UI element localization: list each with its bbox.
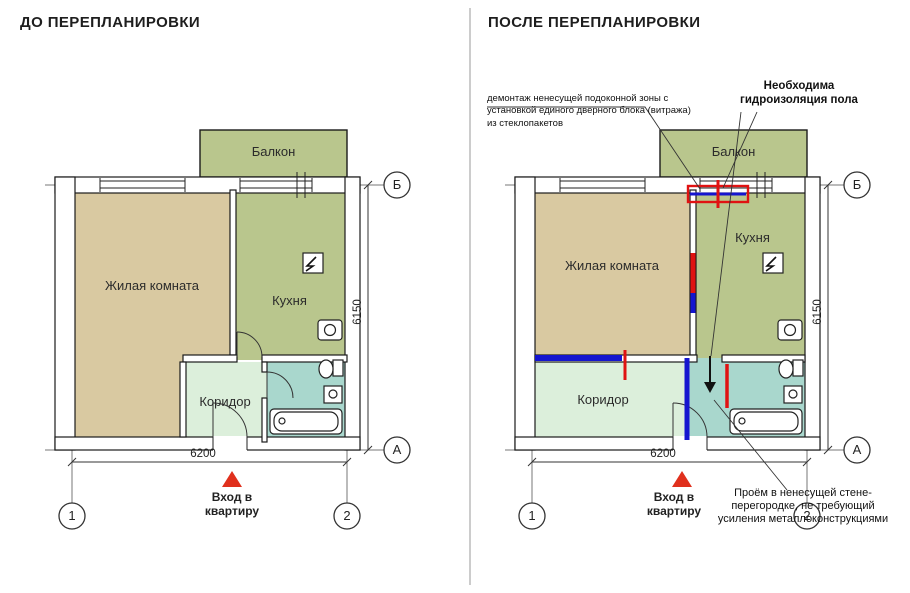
axis-marker-circles — [58, 171, 871, 530]
axis-a-before: А — [392, 442, 402, 457]
panel-title-before: ДО ПЕРЕПЛАНИРОВКИ — [20, 14, 201, 31]
axis-b-before: Б — [392, 177, 402, 192]
entrance-door-after — [672, 402, 708, 451]
height-dimension-after: 6150 — [812, 299, 824, 325]
axis-2-after: 2 — [803, 508, 811, 523]
bathtub-after — [729, 408, 803, 435]
living-room-label-before: Жилая комната — [105, 278, 199, 293]
axis-b-after: Б — [852, 177, 862, 192]
kitchen-sink-before — [317, 319, 343, 341]
axis-1-before: 1 — [68, 508, 76, 523]
balcony-label-before: Балкон — [251, 144, 296, 159]
bathroom-door-before — [266, 371, 294, 399]
exterior-walls-after — [514, 176, 821, 451]
axis-2-before: 2 — [343, 508, 351, 523]
demolition-marks — [623, 180, 750, 408]
width-dimension-after: 6200 — [650, 448, 676, 460]
living-room-label-after: Жилая комната — [565, 258, 659, 273]
kitchen-sink-after — [777, 319, 803, 341]
electrical-panel-icon-after — [762, 252, 784, 274]
entrance-door-before — [212, 402, 248, 451]
living-room-area-after — [530, 190, 696, 362]
annotation-leader-lines — [487, 106, 788, 491]
axis-a-after: А — [852, 442, 862, 457]
height-dimension-before: 6150 — [352, 299, 364, 325]
corridor-label-before: Коридор — [199, 394, 251, 409]
entrance-label-after: Вход в квартиру — [646, 490, 702, 519]
bathroom-entry-arrow — [704, 356, 716, 393]
balcony-label-after: Балкон — [711, 144, 756, 159]
entrance-marker-before — [222, 471, 242, 487]
entrance-marker-after — [672, 471, 692, 487]
window-symbols-after — [559, 172, 773, 198]
dimension-lines — [67, 180, 833, 467]
balcony-area-after — [659, 129, 808, 178]
electrical-panel-icon-before — [302, 252, 324, 274]
balcony-area-before — [199, 129, 348, 178]
corridor-area-after — [535, 362, 687, 442]
interior-walls-before — [179, 189, 348, 443]
kitchen-label-before: Кухня — [272, 293, 307, 308]
toilet-after — [778, 359, 804, 379]
bathtub-before — [269, 408, 343, 435]
demolition-annotation: демонтаж ненесущей подоконной зоны с уст… — [487, 93, 691, 129]
axis-1-after: 1 — [528, 508, 536, 523]
toilet-before — [318, 359, 344, 379]
corridor-area-before — [183, 362, 267, 442]
entrance-label-before: Вход в квартиру — [204, 490, 260, 519]
opening-annotation: Проём в ненесущей стене-перегородке, не … — [717, 487, 889, 526]
window-symbols-before — [99, 172, 313, 198]
kitchen-door-before — [236, 331, 263, 358]
width-dimension-before: 6200 — [190, 448, 216, 460]
washbasin-after — [783, 385, 803, 404]
washbasin-before — [323, 385, 343, 404]
kitchen-label-after: Кухня — [735, 230, 770, 245]
corridor-label-after: Коридор — [577, 392, 629, 407]
panel-title-after: ПОСЛЕ ПЕРЕПЛАНИРОВКИ — [488, 14, 701, 31]
waterproofing-annotation: Необходима гидроизоляция пола — [740, 80, 858, 106]
